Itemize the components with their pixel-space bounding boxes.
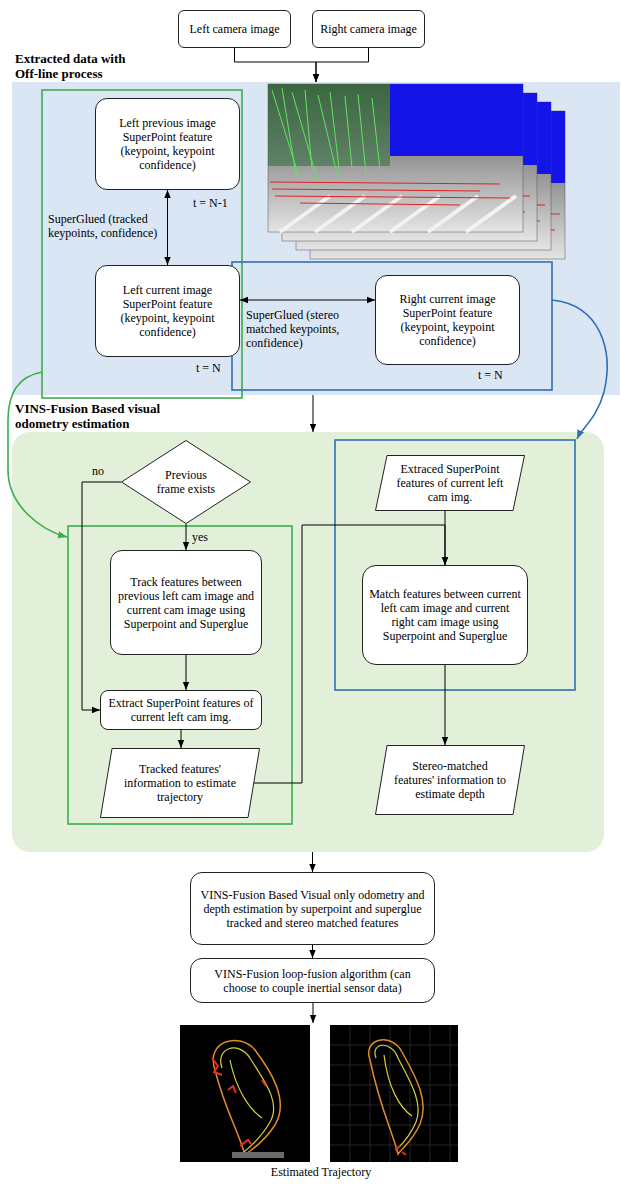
node-text: Previous frame exists (154, 468, 218, 496)
process-box: Match features between current left cam … (362, 565, 528, 665)
sky-region (390, 84, 523, 156)
band-heading-block: VINS-Fusion Based visual odometry estima… (15, 401, 183, 431)
edge-label: yes (192, 530, 208, 544)
flow-connector (445, 665, 446, 745)
edge-label: SuperGlued (tracked keypoints, confidenc… (48, 212, 162, 240)
data-shape (376, 456, 525, 511)
node-text: Extraced SuperPoint features of current … (391, 462, 509, 504)
vegetation-region (268, 84, 390, 166)
feature-match-illustration (268, 84, 565, 259)
feature-points (395, 1146, 406, 1155)
group-outline (232, 262, 552, 390)
node-text: Match features between current left cam … (369, 587, 521, 643)
edge-label-block: SuperGlued (tracked keypoints, confidenc… (48, 212, 162, 240)
flow-connector (254, 525, 445, 783)
trajectory-images (180, 1025, 458, 1162)
node-text: Left current image SuperPoint feature (k… (102, 283, 233, 339)
edge-label: no (92, 464, 104, 478)
data-parallelogram: Extraced SuperPoint features of current … (375, 455, 525, 511)
input-box: Left camera image (178, 10, 291, 48)
flow-connector (445, 511, 446, 565)
trajectory-image (180, 1025, 310, 1162)
edge-label-block: yes (192, 530, 208, 544)
flow-connector (167, 190, 168, 265)
trajectory-path (369, 1040, 423, 1154)
label-block: t = N (478, 368, 503, 382)
trajectory-image (330, 1025, 458, 1162)
tracked-lines (272, 88, 380, 182)
timestep-label: t = N (196, 361, 221, 375)
node-text: Right camera image (319, 22, 418, 36)
trajectory-path (375, 1045, 418, 1150)
data-parallelogram: Tracked features' information to estimat… (100, 748, 260, 818)
process-box: VINS-Fusion loop-fusion algorithm (can c… (190, 958, 435, 1003)
feature-box: Left previous image SuperPoint feature (… (95, 98, 240, 190)
label-block: Estimated Trajectory (241, 1165, 401, 1179)
node-text: Left camera image (185, 22, 284, 36)
flow-arrow (313, 1003, 314, 1023)
band-heading-block: Extracted data with Off-line process (15, 51, 150, 81)
group-outline (335, 440, 575, 690)
process-box: Track features between previous left cam… (110, 550, 262, 655)
edge-label-block: no (92, 464, 104, 478)
edge-label: SuperGlued (stereo matched keypoints, co… (246, 308, 374, 350)
ground-plate (232, 1152, 284, 1158)
flow-connector (312, 945, 313, 958)
connector-group (82, 48, 445, 958)
process-box: Extract SuperPoint features of current l… (100, 690, 262, 730)
node-text: Tracked features' information to estimat… (116, 762, 244, 804)
flow-connector (235, 48, 317, 82)
data-shape (376, 746, 525, 815)
group-outline (42, 90, 242, 398)
process-box: VINS-Fusion Based Visual only odometry a… (190, 872, 435, 945)
group-outline (68, 526, 292, 824)
input-box: Right camera image (312, 10, 425, 48)
flow-connector (82, 482, 121, 710)
image-frame (268, 84, 523, 232)
node-text: VINS-Fusion Based Visual only odometry a… (197, 888, 428, 930)
feature-box: Left current image SuperPoint feature (k… (95, 265, 240, 357)
figure-caption: Estimated Trajectory (241, 1165, 401, 1179)
timestep-label: t = N (478, 368, 503, 382)
edge-label-block: SuperGlued (stereo matched keypoints, co… (246, 308, 374, 350)
feature-points (212, 1058, 266, 1146)
flow-connector (312, 852, 313, 872)
flow-connector (240, 300, 375, 301)
node-text: Track features between previous left cam… (117, 575, 255, 631)
timestep-label: t = N-1 (193, 196, 228, 210)
data-shape (101, 749, 260, 818)
match-lines (270, 182, 510, 205)
node-text: Left previous image SuperPoint feature (… (102, 116, 233, 172)
grid-lines (330, 1025, 458, 1162)
group-arrow (8, 372, 67, 537)
rail-stripes (280, 196, 516, 232)
trajectory-path (221, 1048, 274, 1152)
flow-connector (313, 395, 314, 432)
group-arrow (552, 300, 607, 439)
flow-connector (186, 655, 187, 690)
band-heading: Extracted data with Off-line process (15, 51, 150, 81)
data-parallelogram: Stereo-matched features' information to … (375, 745, 525, 815)
trajectory-path (213, 1040, 280, 1155)
decision-shape (122, 441, 251, 524)
label-block: t = N-1 (193, 196, 228, 210)
label-block: t = N (196, 361, 221, 375)
flow-connector (181, 730, 182, 748)
node-text: Right current image SuperPoint feature (… (382, 292, 513, 348)
flow-connector (186, 524, 187, 550)
band-heading: VINS-Fusion Based visual odometry estima… (15, 401, 183, 431)
node-text: Stereo-matched features' information to … (391, 759, 509, 801)
node-text: Extract SuperPoint features of current l… (107, 696, 255, 724)
flow-connector (316, 48, 369, 82)
process-band: VINS-Fusion Based visual odometry estima… (12, 432, 604, 852)
feature-box: Right current image SuperPoint feature (… (375, 275, 520, 365)
decision-diamond: Previous frame exists (121, 440, 251, 524)
node-text: VINS-Fusion loop-fusion algorithm (can c… (197, 967, 428, 995)
